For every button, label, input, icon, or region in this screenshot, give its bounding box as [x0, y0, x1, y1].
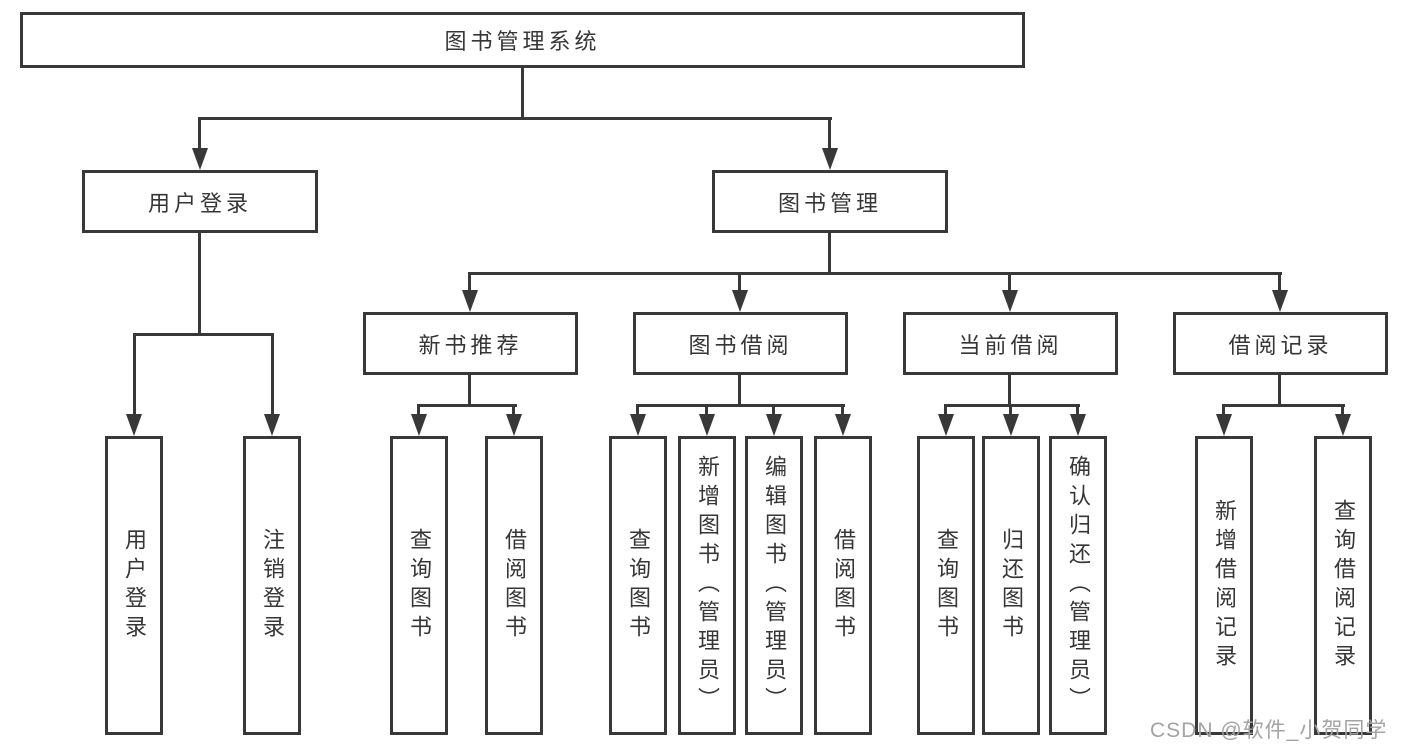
arrowhead-down-icon	[699, 414, 715, 436]
node-label: 用户登录	[147, 190, 252, 216]
connector-segment	[705, 404, 708, 418]
connector-segment	[1222, 404, 1225, 418]
leaf-label: 用户登录	[122, 527, 147, 644]
connector-segment	[417, 404, 517, 407]
connector-segment	[417, 404, 420, 418]
node-borrowing-records: 借阅记录	[1173, 312, 1388, 375]
leaf-label: 查询图书	[407, 527, 432, 644]
node-current-borrowing: 当前借阅	[903, 312, 1118, 375]
arrowhead-down-icon	[1272, 290, 1288, 312]
connector-segment	[944, 404, 1080, 407]
connector-segment	[1008, 272, 1011, 294]
connector-segment	[133, 333, 136, 417]
connector-segment	[636, 404, 639, 418]
leaf-label: 查询图书	[934, 527, 959, 644]
leaf-edit-books-admin: 编辑图书（管理员）	[745, 436, 803, 735]
connector-segment	[1278, 375, 1281, 407]
arrowhead-down-icon	[126, 414, 142, 436]
leaf-query-books-borrowing: 查询图书	[609, 436, 667, 735]
connector-segment	[636, 404, 845, 407]
csdn-watermark: CSDN @软件_小贺同学	[1150, 719, 1388, 742]
connector-segment	[828, 233, 831, 275]
leaf-label: 注销登录	[260, 527, 285, 644]
leaf-label: 新增借阅记录	[1212, 498, 1237, 673]
node-label: 新书推荐	[418, 332, 523, 358]
leaf-add-borrow-record: 新增借阅记录	[1195, 436, 1253, 735]
leaf-label: 借阅图书	[502, 527, 527, 644]
arrowhead-down-icon	[732, 290, 748, 312]
arrowhead-down-icon	[192, 148, 208, 170]
arrowhead-down-icon	[1003, 414, 1019, 436]
connector-segment	[198, 117, 832, 120]
node-library-management-system: 图书管理系统	[20, 12, 1025, 68]
arrowhead-down-icon	[264, 414, 280, 436]
node-label: 借阅记录	[1228, 332, 1333, 358]
arrowhead-down-icon	[1070, 414, 1086, 436]
node-book-management: 图书管理	[712, 170, 948, 233]
connector-segment	[1278, 272, 1281, 294]
connector-segment	[468, 375, 471, 407]
leaf-query-books-recommend: 查询图书	[390, 436, 448, 735]
node-label: 图书管理	[777, 190, 882, 216]
leaf-label: 归还图书	[999, 527, 1024, 644]
connector-segment	[1008, 375, 1011, 407]
connector-segment	[198, 233, 201, 336]
connector-segment	[738, 272, 741, 294]
leaf-label: 新增图书（管理员）	[695, 455, 720, 716]
leaf-label: 确认归还（管理员）	[1066, 455, 1091, 716]
arrowhead-down-icon	[1335, 414, 1351, 436]
leaf-label: 借阅图书	[831, 527, 856, 644]
connector-segment	[1076, 404, 1079, 418]
node-label: 当前借阅	[958, 332, 1063, 358]
connector-segment	[944, 404, 947, 418]
leaf-query-books-current: 查询图书	[917, 436, 975, 735]
leaf-user-login: 用户登录	[105, 436, 163, 735]
connector-segment	[1222, 404, 1345, 407]
leaf-return-books: 归还图书	[982, 436, 1040, 735]
connector-segment	[841, 404, 844, 418]
connector-segment	[738, 375, 741, 407]
arrowhead-down-icon	[938, 414, 954, 436]
connector-segment	[828, 117, 831, 151]
leaf-borrow-books: 借阅图书	[814, 436, 872, 735]
arrowhead-down-icon	[506, 414, 522, 436]
leaf-label: 查询图书	[626, 527, 651, 644]
connector-segment	[198, 117, 201, 151]
node-book-borrowing: 图书借阅	[633, 312, 848, 375]
arrowhead-down-icon	[462, 290, 478, 312]
arrowhead-down-icon	[1002, 290, 1018, 312]
node-label: 图书管理系统	[444, 29, 601, 54]
arrowhead-down-icon	[1216, 414, 1232, 436]
node-label: 图书借阅	[688, 332, 793, 358]
node-user-login: 用户登录	[82, 170, 318, 233]
arrowhead-down-icon	[630, 414, 646, 436]
leaf-borrow-books-recommend: 借阅图书	[485, 436, 543, 735]
connector-segment	[512, 404, 515, 418]
connector-segment	[521, 68, 524, 120]
connector-segment	[468, 272, 471, 294]
leaf-label: 查询借阅记录	[1331, 498, 1356, 673]
arrowhead-down-icon	[766, 414, 782, 436]
connector-segment	[1341, 404, 1344, 418]
connector-segment	[772, 404, 775, 418]
leaf-add-books-admin: 新增图书（管理员）	[678, 436, 736, 735]
arrowhead-down-icon	[822, 148, 838, 170]
leaf-logout: 注销登录	[243, 436, 301, 735]
node-new-book-recommendation: 新书推荐	[363, 312, 578, 375]
connector-segment	[1009, 404, 1012, 418]
arrowhead-down-icon	[411, 414, 427, 436]
leaf-query-borrow-record: 查询借阅记录	[1314, 436, 1372, 735]
leaf-confirm-return-admin: 确认归还（管理员）	[1049, 436, 1107, 735]
connector-segment	[468, 272, 1282, 275]
arrowhead-down-icon	[835, 414, 851, 436]
connector-segment	[133, 333, 274, 336]
leaf-label: 编辑图书（管理员）	[762, 455, 787, 716]
connector-segment	[271, 333, 274, 417]
